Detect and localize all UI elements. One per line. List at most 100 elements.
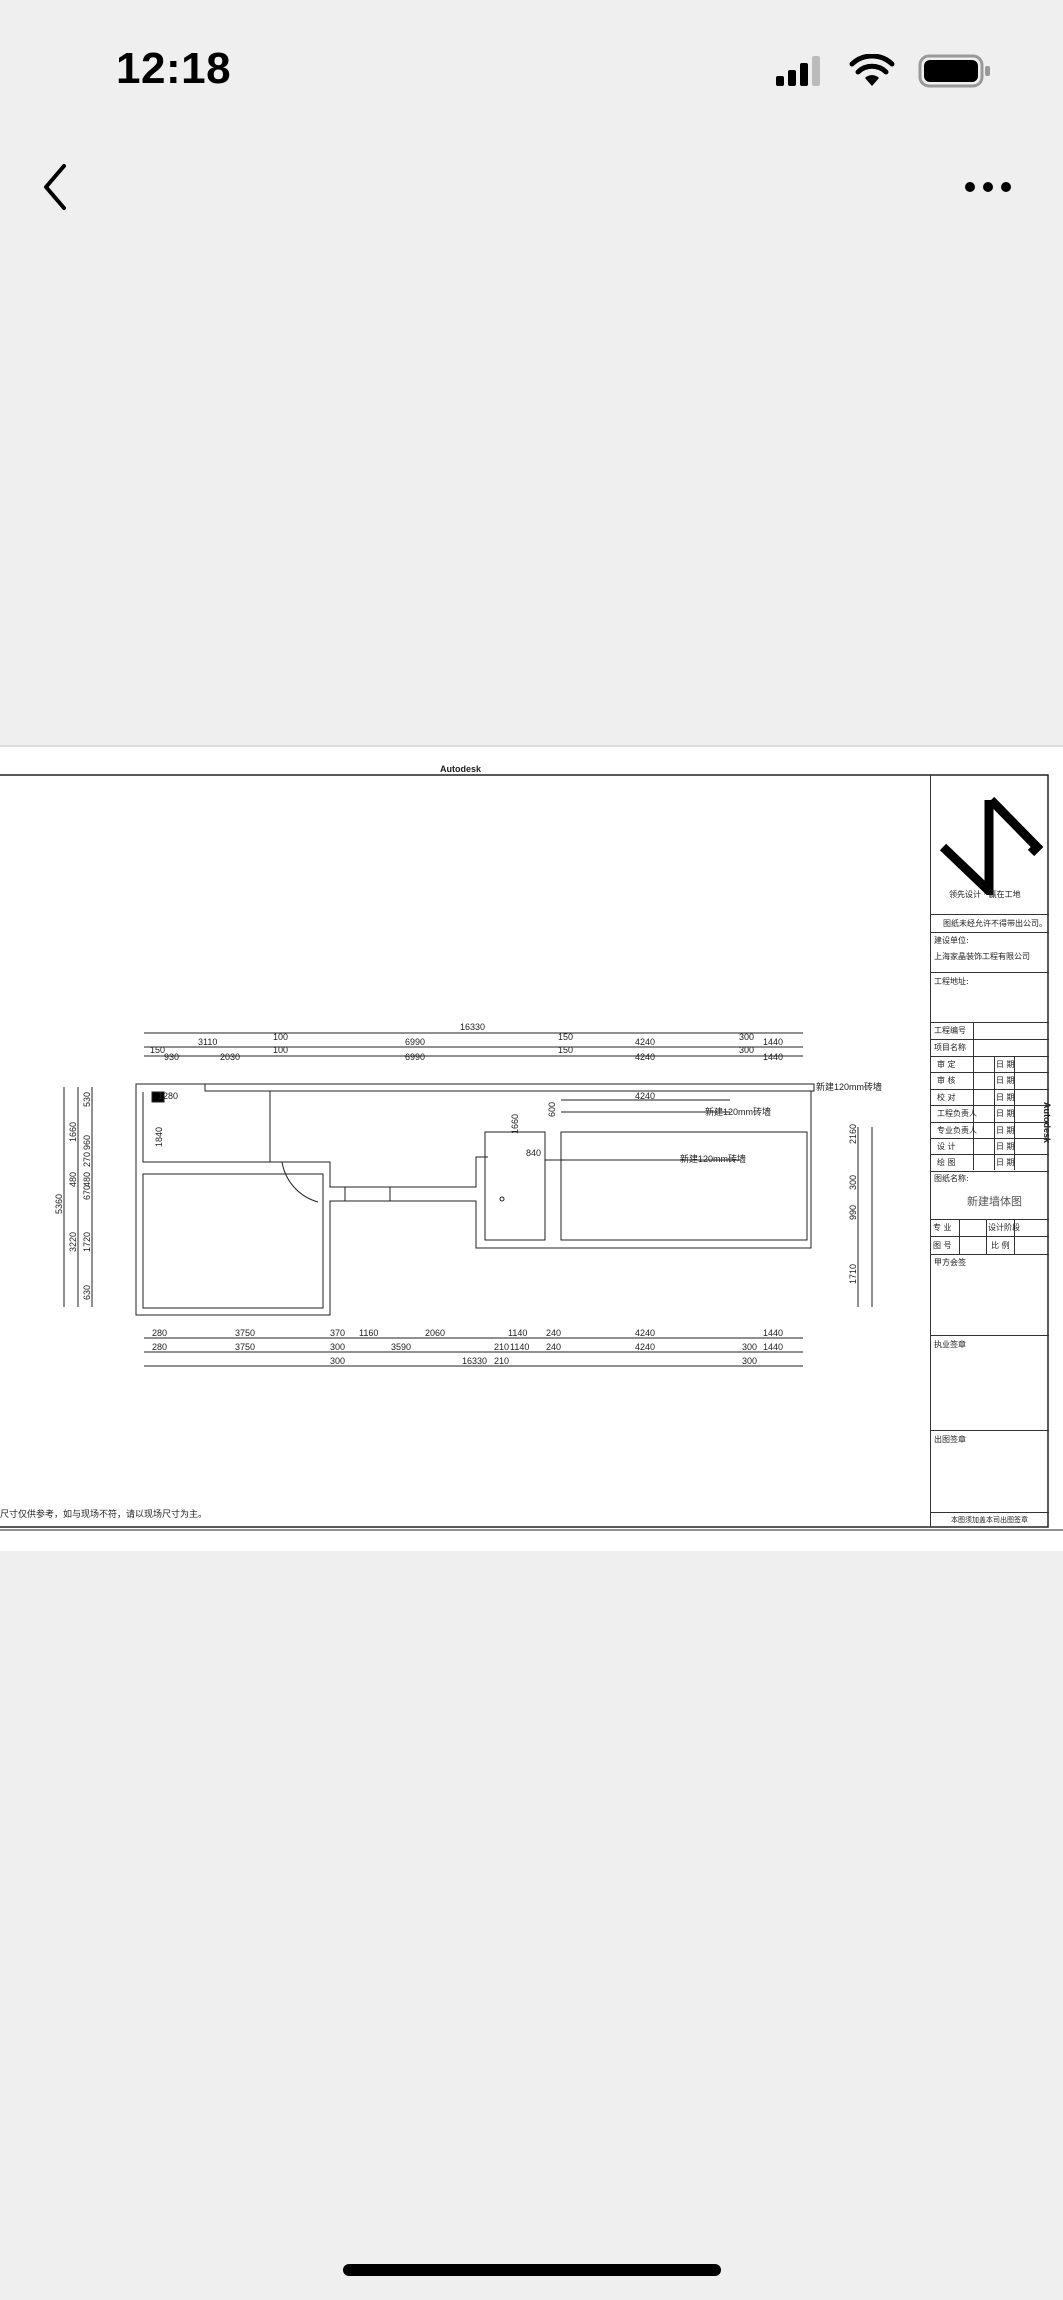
dim-label: 1280 [158, 1091, 178, 1101]
dim-label: 3220 [68, 1232, 78, 1252]
wall-label: 新建120mm砖墙 [816, 1081, 882, 1092]
dim-label: 240 [546, 1342, 561, 1352]
dim-label: 6990 [405, 1052, 425, 1062]
date-label: 日 期 [996, 1060, 1015, 1069]
dim-label: 1440 [763, 1037, 783, 1047]
more-button[interactable] [962, 176, 1014, 198]
battery-icon [918, 54, 992, 93]
dim-label: 2060 [425, 1328, 445, 1338]
role-label: 审 核 [937, 1076, 956, 1086]
confidential-notice: 图纸未经允许不得带出公司。 [943, 919, 1047, 928]
dim-label: 1840 [154, 1127, 164, 1147]
status-time: 12:18 [116, 44, 232, 93]
dim-label: 150 [150, 1045, 165, 1055]
drawing-name-label: 图纸名称: [934, 1174, 969, 1183]
wall-label: 新建120mm砖墙 [705, 1106, 771, 1117]
client-name: 上海家晶装饰工程有限公司 [934, 952, 1030, 961]
dim-label: 240 [546, 1328, 561, 1338]
dim-label: 960 [82, 1135, 92, 1150]
dim-label: 600 [547, 1102, 557, 1117]
project-name-label: 项目名称 [934, 1043, 966, 1052]
dim-label: 1440 [763, 1342, 783, 1352]
dim-label: 480 [82, 1172, 92, 1187]
wifi-icon [849, 53, 895, 93]
dim-label: 100 [273, 1032, 288, 1042]
client-signature-label: 甲方会签 [934, 1258, 966, 1267]
dim-label: 1440 [763, 1052, 783, 1062]
dim-label: 670 [82, 1185, 92, 1200]
dim-label: 6990 [405, 1037, 425, 1047]
dim-label: 5360 [54, 1194, 64, 1214]
dim-label: 280 [152, 1328, 167, 1338]
date-label: 日 期 [996, 1092, 1015, 1102]
dim-label: 300 [742, 1356, 757, 1366]
drawing-note: 尺寸仅供参考，如与现场不符，请以现场尺寸为主。 [0, 1508, 207, 1519]
role-label: 工程负责人 [937, 1109, 977, 1119]
dim-label: 16330 [460, 1022, 485, 1032]
cad-drawing-viewer[interactable]: Autodesk Autodesk Autodesk 尺寸仅供参考，如与现场不符… [0, 745, 1063, 1551]
date-label: 日 期 [996, 1125, 1015, 1135]
date-label: 日 期 [996, 1158, 1015, 1168]
date-label: 日 期 [996, 1109, 1015, 1119]
date-label: 日 期 [996, 1142, 1015, 1151]
dim-label: 150 [558, 1032, 573, 1042]
address-label: 工程地址: [934, 977, 969, 986]
client-label: 建设单位: [934, 936, 969, 945]
dim-label: 210 [494, 1342, 509, 1352]
dim-label: 530 [82, 1092, 92, 1107]
dim-label: 840 [526, 1148, 541, 1158]
dim-label: 280 [152, 1342, 167, 1352]
dim-label: 2160 [848, 1124, 858, 1144]
dim-label: 300 [739, 1045, 754, 1055]
dim-label: 990 [848, 1205, 858, 1220]
autodesk-watermark-right: Autodesk [1042, 1102, 1052, 1144]
dim-label: 3590 [391, 1342, 411, 1352]
role-label: 绘 图 [937, 1158, 956, 1168]
dim-label: 1160 [359, 1328, 378, 1338]
dim-label: 4240 [635, 1342, 655, 1352]
dim-label: 300 [330, 1356, 345, 1366]
dim-label: 1710 [848, 1264, 858, 1284]
autodesk-watermark-top: Autodesk [440, 764, 482, 774]
home-indicator[interactable] [343, 2264, 721, 2276]
floor-plan: Autodesk Autodesk Autodesk 尺寸仅供参考，如与现场不符… [0, 764, 1063, 1531]
dim-label: 210 [494, 1356, 509, 1366]
dim-label: 150 [558, 1045, 573, 1055]
dim-label: 1140 [510, 1342, 529, 1352]
dim-label: 100 [273, 1045, 288, 1055]
dim-label: 2030 [220, 1052, 240, 1062]
dim-label: 630 [82, 1285, 92, 1300]
company-slogan: 领先设计 · 赢在工地 [949, 890, 1021, 899]
chevron-left-icon [44, 164, 66, 210]
dim-label: 1660 [510, 1114, 520, 1134]
project-number-label: 工程编号 [934, 1026, 966, 1035]
drawing-number-label: 图 号 [933, 1241, 952, 1250]
license-stamp-label: 执业签章 [934, 1340, 966, 1349]
stamp-requirement-note: 本图须加盖本司出图签章 [951, 1516, 1028, 1524]
dim-label: 4240 [635, 1037, 655, 1047]
design-stage-label: 设计阶段 [988, 1223, 1020, 1232]
title-block: 领先设计 · 赢在工地 图纸未经允许不得带出公司。 建设单位: 上海家晶装饰工程… [930, 775, 1049, 1527]
dim-label: 4240 [635, 1052, 655, 1062]
back-button[interactable] [38, 162, 78, 212]
date-label: 日 期 [996, 1076, 1015, 1086]
dim-label: 1440 [763, 1328, 783, 1338]
dim-label: 1660 [68, 1122, 78, 1142]
dim-label: 300 [739, 1032, 754, 1042]
dim-label: 480 [68, 1172, 78, 1187]
drawing-name: 新建墙体图 [967, 1195, 1022, 1208]
dim-label: 270 [82, 1152, 92, 1167]
dim-label: 3110 [198, 1037, 217, 1047]
issue-stamp-label: 出图签章 [934, 1435, 966, 1444]
dim-label: 1720 [82, 1232, 92, 1252]
role-label: 设 计 [937, 1142, 956, 1151]
dim-label: 16330 [462, 1356, 487, 1366]
dim-label: 300 [848, 1175, 858, 1190]
dim-label: 370 [330, 1328, 345, 1338]
scale-label: 比 例 [991, 1241, 1010, 1250]
dim-label: 1140 [508, 1328, 527, 1338]
dim-label: 930 [164, 1052, 179, 1062]
dim-label: 3750 [235, 1342, 255, 1352]
dim-label: 300 [742, 1342, 757, 1352]
company-logo [939, 796, 1044, 895]
